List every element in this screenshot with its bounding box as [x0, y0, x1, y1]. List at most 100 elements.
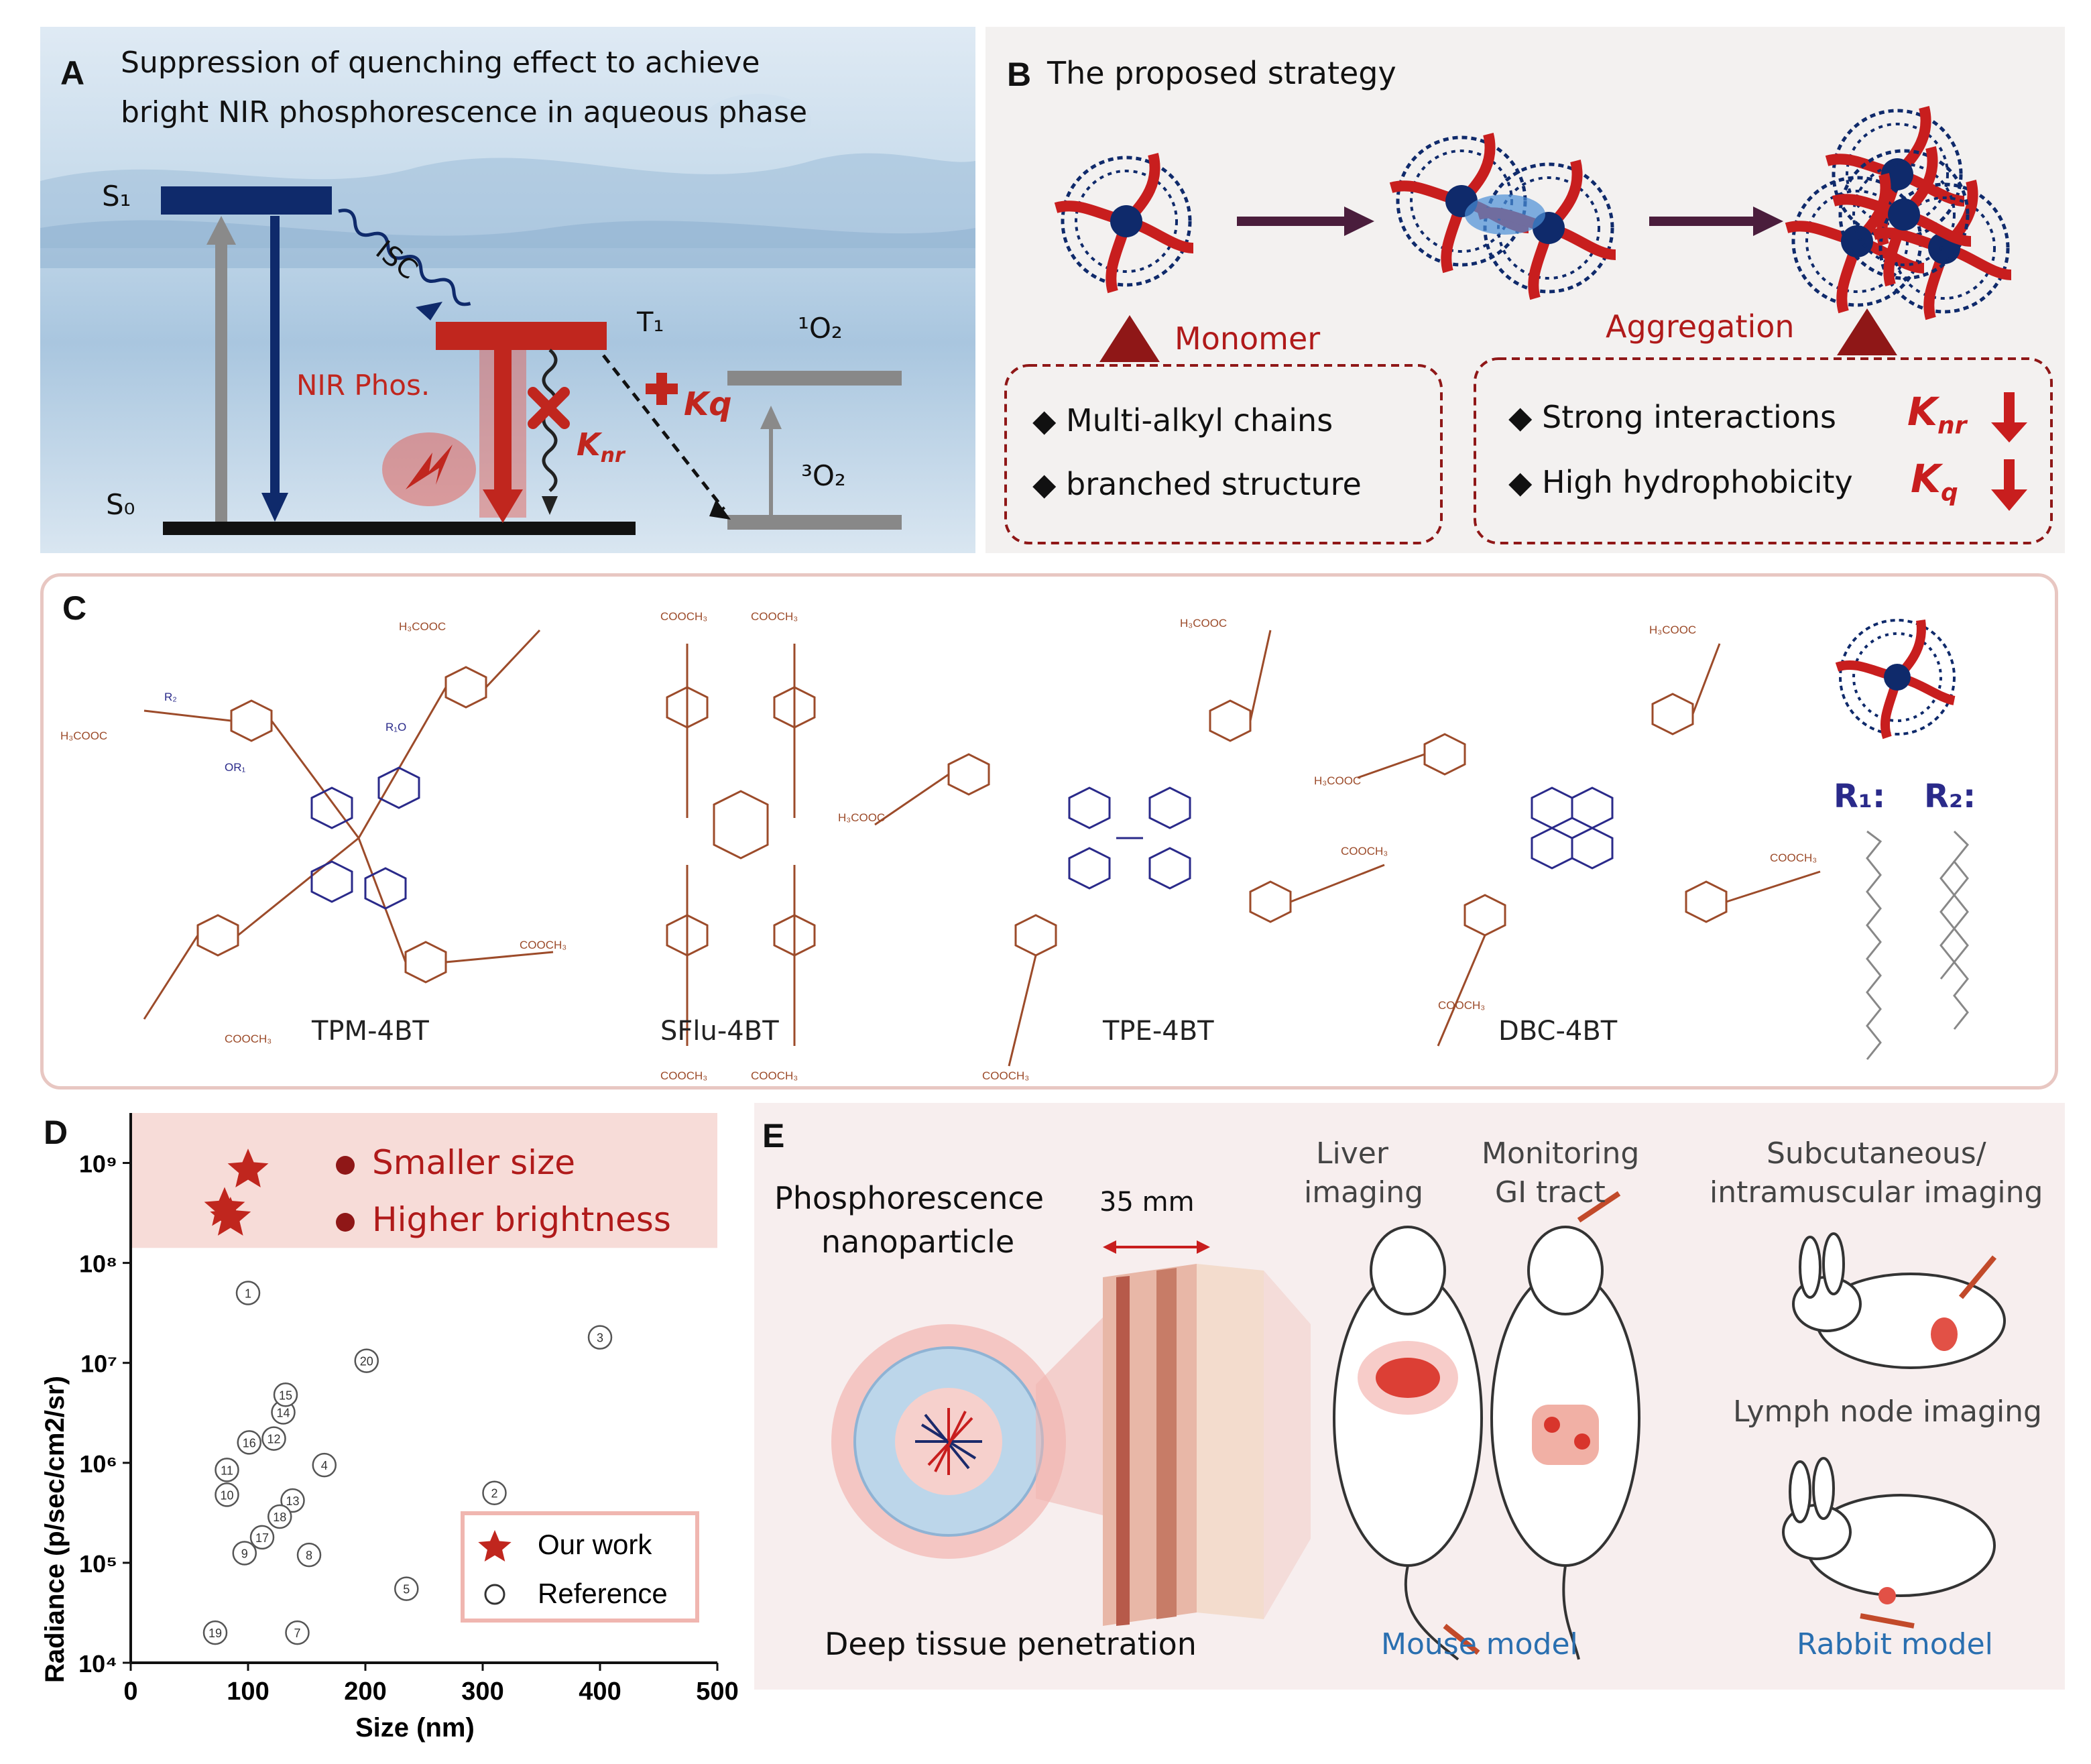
singlet-o2-level — [727, 371, 902, 386]
aggregate-micelle — [1787, 107, 2011, 318]
y-axis-label: Radiance (p/sec/cm2/sr) — [40, 1376, 70, 1683]
reference-point-label: 15 — [279, 1389, 292, 1402]
dbc-4bt-structure — [1357, 643, 1821, 1047]
x-tick-label: 200 — [344, 1678, 386, 1706]
reference-point — [261, 1426, 286, 1451]
triplet-o2-label: ³O₂ — [801, 459, 846, 492]
tpm-r2: R₂ — [164, 691, 177, 703]
monomer-box — [1004, 364, 1443, 544]
deep-tissue-label: Deep tissue penetration — [825, 1626, 1197, 1662]
dbc-ester-4: COOCH₃ — [1438, 999, 1486, 1012]
dbc-ester-3: COOCH₃ — [1770, 851, 1817, 864]
y-tick-label: 10⁵ — [79, 1550, 117, 1578]
kq-label: Kq — [684, 386, 732, 423]
molecule-name-tpe: TPE-4BT — [1103, 1016, 1214, 1047]
sflu-ester-4: COOCH₃ — [751, 1069, 798, 1082]
panel-c: C — [40, 573, 2058, 1090]
tpe-ester-4: COOCH₃ — [982, 1069, 1030, 1082]
our-work-point — [227, 1149, 269, 1187]
x-tick-label: 300 — [461, 1678, 503, 1706]
molecule-name-dbc: DBC-4BT — [1498, 1016, 1618, 1047]
panel-a-label: A — [60, 54, 85, 92]
reference-point-label: 16 — [243, 1436, 256, 1450]
monomer-icon — [1835, 619, 1956, 740]
liver-imaging-1: Liver — [1316, 1136, 1388, 1171]
x-tick-label: 400 — [579, 1678, 621, 1706]
tpm-4bt-structure — [143, 629, 554, 1020]
kq-label-b: Kq — [1911, 456, 1958, 507]
subcut-label-2: intramuscular imaging — [1710, 1175, 2043, 1210]
tpm-r1o: R₁O — [385, 721, 407, 733]
aggregation-label: Aggregation — [1606, 308, 1795, 345]
imaging-illustration — [831, 1191, 2006, 1661]
legend-higher-brightness: Higher brightness — [372, 1200, 671, 1239]
tpe-ester-1: H₃COOC — [1180, 617, 1228, 630]
nanoparticle-label-2: nanoparticle — [821, 1224, 1015, 1260]
r2-chain — [1953, 830, 1970, 1030]
x-tick-label: 100 — [227, 1678, 269, 1706]
reference-point-label: 18 — [273, 1511, 286, 1524]
bullet-icon — [336, 1156, 355, 1175]
panel-b: B The proposed strategy Monomer Aggregat… — [985, 27, 2065, 553]
dimer-micelle — [1391, 134, 1616, 298]
y-tick-label: 10⁹ — [79, 1151, 117, 1178]
reference-point — [482, 1480, 507, 1505]
syringe-icon — [1443, 1623, 1480, 1655]
s1-level — [161, 186, 332, 215]
bullet-icon — [336, 1213, 355, 1232]
branched-text: ◆ branched structure — [1032, 466, 1362, 502]
reference-point-label: 2 — [491, 1487, 497, 1501]
reference-point — [232, 1541, 257, 1566]
r1-chain — [1866, 830, 1883, 1060]
reference-point — [235, 1281, 261, 1305]
y-tick-label: 10⁸ — [79, 1250, 117, 1278]
x-axis-label: Size (nm) — [355, 1713, 475, 1743]
subcut-label-1: Subcutaneous/ — [1767, 1136, 1986, 1171]
nanoparticle-core — [915, 1408, 982, 1475]
reference-point — [215, 1482, 239, 1507]
reference-point — [296, 1542, 322, 1568]
t1-label: T₁ — [637, 307, 664, 338]
y-tick-label: 10⁴ — [78, 1650, 117, 1678]
rabbit-subcutaneous — [1792, 1232, 2006, 1369]
reference-point — [215, 1458, 239, 1482]
reference-point-label: 3 — [597, 1332, 603, 1345]
reference-point-label: 19 — [208, 1627, 222, 1640]
strategy-diagram — [1004, 27, 2053, 544]
s0-label: S₀ — [106, 488, 135, 521]
reference-point-label: 11 — [221, 1464, 233, 1477]
reference-point-label: 17 — [255, 1531, 269, 1545]
nir-phos-label: NIR Phos. — [296, 369, 430, 402]
reference-point — [285, 1620, 310, 1645]
mouse-liver — [1333, 1226, 1483, 1661]
liver-imaging-2: imaging — [1304, 1175, 1424, 1210]
chemical-structures — [143, 619, 1970, 1067]
singlet-o2-label: ¹O₂ — [798, 312, 843, 345]
reference-point — [202, 1620, 228, 1645]
reference-point — [237, 1430, 261, 1455]
tpm-or1: OR₁ — [225, 761, 246, 774]
reference-point — [394, 1576, 419, 1601]
reference-point-label: 7 — [294, 1627, 300, 1640]
nanoparticle-label-1: Phosphorescence — [774, 1180, 1044, 1216]
lymph-label: Lymph node imaging — [1733, 1395, 2042, 1429]
strong-interactions-text: ◆ Strong interactions — [1508, 399, 1836, 435]
high-hydrophobicity-text: ◆ High hydrophobicity — [1508, 464, 1853, 500]
tpm-ester-left: H₃COOC — [60, 729, 108, 742]
gi-label-2: GI tract — [1495, 1175, 1606, 1210]
panel-a-title-1: Suppression of quenching effect to achie… — [121, 46, 760, 80]
rabbit-lymph — [1782, 1457, 1996, 1597]
reference-point — [273, 1383, 298, 1407]
x-tick-label: 500 — [696, 1678, 738, 1706]
aggregation-box — [1474, 357, 2053, 544]
rabbit-model-label: Rabbit model — [1797, 1627, 1993, 1661]
reference-point — [267, 1504, 292, 1529]
tpe-ester-2: H₃COOC — [838, 811, 886, 824]
dbc-ester-1: H₃COOC — [1649, 624, 1697, 636]
reference-point — [249, 1525, 275, 1550]
molecule-name-tpm: TPM-4BT — [312, 1016, 429, 1047]
reference-point — [312, 1452, 337, 1478]
reference-point-label: 8 — [306, 1549, 312, 1562]
